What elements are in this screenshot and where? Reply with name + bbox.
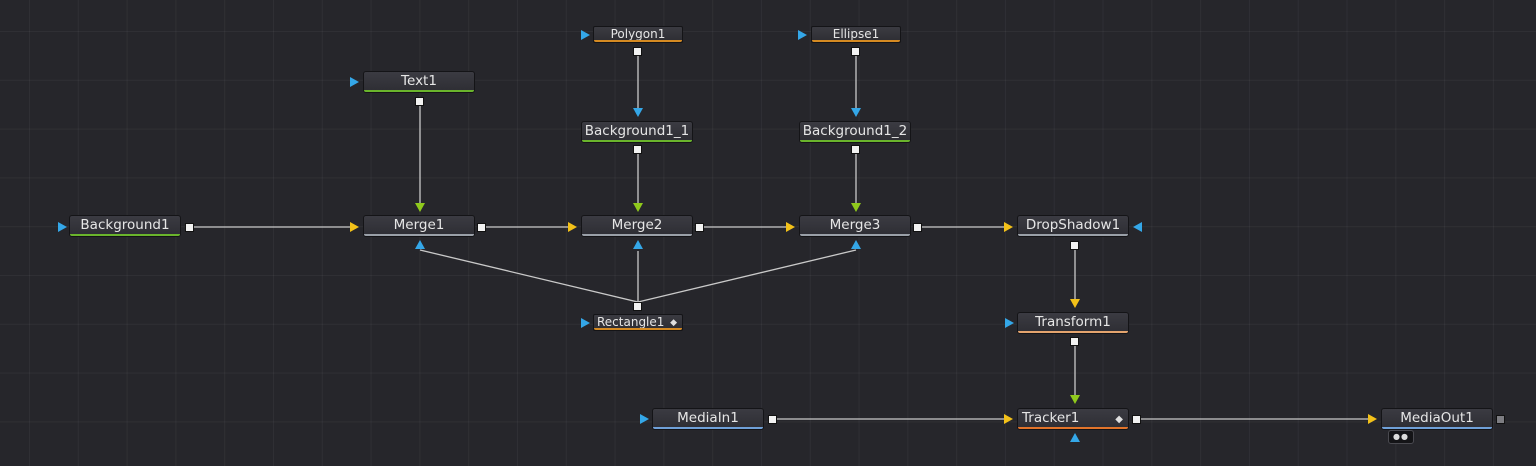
input-arrow-tracker1[interactable] [1004, 414, 1013, 424]
output-port-mediain1[interactable] [768, 415, 777, 424]
node-color-bar [582, 140, 692, 142]
input-arrow-tracker1-foreground[interactable] [1070, 395, 1080, 404]
node-color-bar [70, 234, 180, 236]
node-label: Merge1 [393, 217, 445, 233]
output-port-dropshadow1[interactable] [1070, 241, 1079, 250]
node-label: MediaIn1 [677, 410, 739, 426]
node-label: Transform1 [1035, 314, 1111, 330]
node-label: DropShadow1 [1025, 217, 1121, 233]
input-arrow-background1_2[interactable] [851, 108, 861, 117]
output-port-polygon1[interactable] [633, 47, 642, 56]
node-text1[interactable]: Text1 [363, 71, 475, 93]
input-arrow-merge1-background[interactable] [350, 222, 359, 232]
output-port-merge1[interactable] [477, 223, 486, 232]
output-port-rectangle1[interactable] [633, 302, 642, 311]
output-port-merge3[interactable] [913, 223, 922, 232]
node-label: Merge2 [611, 217, 663, 233]
view-indicator-icon[interactable]: ●● [1388, 430, 1414, 444]
input-arrow-merge3-mask[interactable] [851, 240, 861, 249]
input-arrow-merge2-foreground[interactable] [633, 203, 643, 212]
node-color-bar [582, 234, 692, 236]
node-color-bar [1382, 427, 1492, 429]
input-arrow-ellipse1[interactable] [798, 30, 807, 40]
node-label: Polygon1 [610, 27, 666, 41]
node-label: Ellipse1 [832, 27, 880, 41]
node-rectangle1[interactable]: Rectangle1 ◆ [593, 314, 683, 331]
input-arrow-mediaout1[interactable] [1368, 414, 1377, 424]
node-label: Merge3 [829, 217, 881, 233]
keyframe-diamond-icon: ◆ [1115, 414, 1123, 425]
node-label: MediaOut1 [1400, 410, 1474, 426]
input-arrow-transform1[interactable] [1070, 299, 1080, 308]
node-color-bar [812, 40, 900, 42]
node-background1_1[interactable]: Background1_1 [581, 121, 693, 143]
node-color-bar [364, 234, 474, 236]
input-arrow-dropshadow1[interactable] [1004, 222, 1013, 232]
input-arrow-text1[interactable] [350, 77, 359, 87]
output-port-background1_2[interactable] [851, 145, 860, 154]
node-label: Text1 [401, 73, 437, 89]
node-tracker1[interactable]: Tracker1 ◆ [1017, 408, 1129, 430]
node-label: Background1_2 [802, 123, 908, 139]
node-color-bar [800, 140, 910, 142]
node-ellipse1[interactable]: Ellipse1 [811, 26, 901, 43]
node-polygon1[interactable]: Polygon1 [593, 26, 683, 43]
node-mediain1[interactable]: MediaIn1 [652, 408, 764, 430]
node-transform1[interactable]: Transform1 [1017, 312, 1129, 334]
input-arrow-merge3-foreground[interactable] [851, 203, 861, 212]
node-label: Background1 [80, 217, 170, 233]
wire-rectangle1-merge1 [419, 249, 639, 303]
node-label: Rectangle1 [597, 315, 665, 329]
node-color-bar [653, 427, 763, 429]
node-color-bar [1018, 331, 1128, 333]
input-arrow-polygon1[interactable] [581, 30, 590, 40]
input-arrow-merge2-background[interactable] [568, 222, 577, 232]
output-port-text1[interactable] [415, 97, 424, 106]
input-arrow-dropshadow1-effect[interactable] [1133, 222, 1142, 232]
node-color-bar [1018, 234, 1128, 236]
input-arrow-background1[interactable] [58, 222, 67, 232]
input-arrow-merge2-mask[interactable] [633, 240, 643, 249]
node-label: Tracker1 [1022, 410, 1080, 426]
node-merge1[interactable]: Merge1 [363, 215, 475, 237]
node-color-bar [364, 90, 474, 92]
node-label: Background1_1 [584, 123, 690, 139]
input-arrow-transform1[interactable] [1005, 318, 1014, 328]
input-arrow-rectangle1[interactable] [581, 318, 590, 328]
input-arrow-tracker1-mask[interactable] [1070, 433, 1080, 442]
node-background1_2[interactable]: Background1_2 [799, 121, 911, 143]
input-arrow-merge1-mask[interactable] [415, 240, 425, 249]
wire-rectangle1-merge3 [637, 249, 857, 303]
output-port-transform1[interactable] [1070, 337, 1079, 346]
input-arrow-merge3-background[interactable] [786, 222, 795, 232]
output-port-ellipse1[interactable] [851, 47, 860, 56]
output-port-background1_1[interactable] [633, 145, 642, 154]
node-dropshadow1[interactable]: DropShadow1 [1017, 215, 1129, 237]
output-port-background1[interactable] [185, 223, 194, 232]
node-mediaout1[interactable]: MediaOut1 [1381, 408, 1493, 430]
output-port-merge2[interactable] [695, 223, 704, 232]
node-color-bar [800, 234, 910, 236]
node-color-bar [594, 40, 682, 42]
node-merge3[interactable]: Merge3 [799, 215, 911, 237]
node-color-bar [594, 328, 682, 330]
node-color-bar [1018, 427, 1128, 429]
keyframe-diamond-icon: ◆ [670, 318, 677, 328]
output-port-tracker1[interactable] [1132, 415, 1141, 424]
input-arrow-background1_1[interactable] [633, 108, 643, 117]
node-merge2[interactable]: Merge2 [581, 215, 693, 237]
node-background1[interactable]: Background1 [69, 215, 181, 237]
output-port-mediaout1[interactable] [1496, 415, 1505, 424]
input-arrow-mediain1[interactable] [640, 414, 649, 424]
input-arrow-merge1-foreground[interactable] [415, 203, 425, 212]
